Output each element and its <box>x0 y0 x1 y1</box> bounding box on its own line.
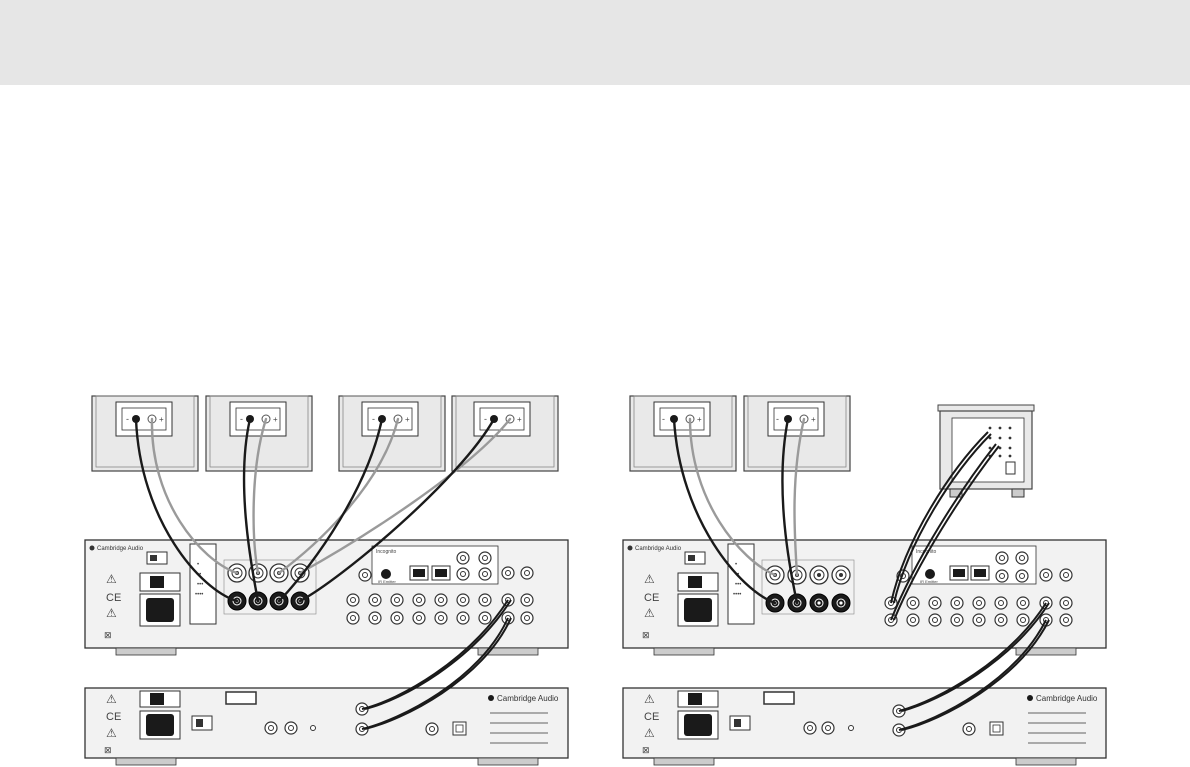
ce-mark: CE <box>644 711 659 723</box>
terminal-minus-label: - <box>776 414 779 424</box>
dot-mark: •••• <box>195 592 203 598</box>
right-positive-cables <box>688 417 806 577</box>
ce-mark: CE <box>106 711 121 723</box>
player-brand: Cambridge Audio <box>497 694 559 703</box>
right-speaker-1: - + <box>629 395 737 472</box>
ce-mark: CE <box>644 592 659 604</box>
terminal-minus-label: - <box>240 414 243 424</box>
ir-label: IR Emitter <box>920 579 938 584</box>
warning-icon: ⚠ <box>106 572 117 586</box>
warning-icon: ⚠ <box>644 726 655 740</box>
dot-mark: ••• <box>735 582 741 588</box>
terminal-minus-label: - <box>662 414 665 424</box>
incognito-label: Incognito <box>376 549 397 555</box>
right-negative-cables <box>672 417 799 605</box>
warning-icon: ⚠ <box>106 606 117 620</box>
warning-icon: ⚠ <box>644 572 655 586</box>
weee-icon: ⊠ <box>642 745 650 755</box>
terminal-plus-label: + <box>273 415 278 424</box>
right-interconnect <box>898 602 1050 731</box>
left-source-player: ⚠ CE ⚠ ⊠ Cambridge Audio <box>84 687 569 766</box>
terminal-minus-label: - <box>126 414 129 424</box>
ir-label: IR Emitter <box>378 579 396 584</box>
dot-mark: • <box>197 562 199 568</box>
left-diagram: - + - + - + - + <box>84 395 569 766</box>
weee-icon: ⊠ <box>642 630 650 640</box>
terminal-plus-label: + <box>517 415 522 424</box>
left-speaker-3: - + <box>338 395 446 472</box>
warning-icon: ⚠ <box>106 692 117 706</box>
dot-mark: • <box>735 562 737 568</box>
left-interconnect <box>361 599 512 730</box>
subwoofer <box>937 404 1035 498</box>
player-brand: Cambridge Audio <box>1036 694 1098 703</box>
ce-mark: CE <box>106 592 121 604</box>
weee-icon: ⊠ <box>104 630 112 640</box>
subwoofer-cable <box>890 431 1000 621</box>
terminal-minus-label: - <box>372 414 375 424</box>
terminal-minus-label: - <box>484 414 487 424</box>
receiver-brand: Cambridge Audio <box>635 546 682 552</box>
incognito-label: Incognito <box>916 549 937 555</box>
right-source-player: ⚠ CE ⚠ ⊠ Cambridge Audio <box>622 687 1107 766</box>
warning-icon: ⚠ <box>644 692 655 706</box>
weee-icon: ⊠ <box>104 745 112 755</box>
terminal-plus-label: + <box>405 415 410 424</box>
dot-mark: •••• <box>733 592 741 598</box>
right-receiver: Cambridge Audio ⚠ CE ⚠ ⊠ • •• ••• •••• <box>622 539 1107 656</box>
warning-icon: ⚠ <box>106 726 117 740</box>
left-speaker-1: - + <box>91 395 199 472</box>
right-diagram: - + - + <box>622 395 1107 766</box>
header-band <box>0 0 1190 85</box>
receiver-brand: Cambridge Audio <box>97 546 144 552</box>
terminal-plus-label: + <box>697 415 702 424</box>
dot-mark: ••• <box>197 582 203 588</box>
left-negative-cables <box>134 417 496 603</box>
terminal-plus-label: + <box>811 415 816 424</box>
left-speaker-2: - + <box>205 395 313 472</box>
warning-icon: ⚠ <box>644 606 655 620</box>
terminal-plus-label: + <box>159 415 164 424</box>
